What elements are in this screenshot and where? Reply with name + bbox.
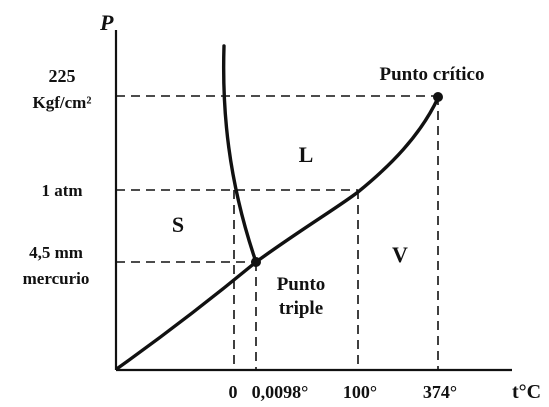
x-tick-00098: 0,0098° [252,382,309,402]
y-tick-45mm-value: 4,5 mm [29,243,83,262]
fusion-curve [221,44,258,264]
region-vapor-label: V [392,242,408,267]
triple-point-marker [251,257,261,267]
y-tick-225-value: 225 [49,66,76,86]
y-axis-label: P [99,10,114,35]
region-liquid-label: L [299,142,314,167]
vaporization-curve [254,96,440,264]
x-axis-label: t°C [512,381,541,403]
critical-point-marker [433,92,443,102]
y-tick-1atm: 1 atm [41,181,82,200]
sublimation-curve [116,260,258,370]
x-tick-374: 374° [423,382,457,402]
region-solid-label: S [172,212,184,237]
triple-point-label-line1: Punto [277,274,326,295]
triple-point-label-line2: triple [279,298,323,319]
x-tick-100: 100° [343,382,377,402]
y-tick-45mm-unit: mercurio [23,269,90,288]
y-tick-225-unit: Kgf/cm² [33,93,92,112]
x-tick-0: 0 [229,382,238,402]
critical-point-label: Punto crítico [379,64,484,85]
